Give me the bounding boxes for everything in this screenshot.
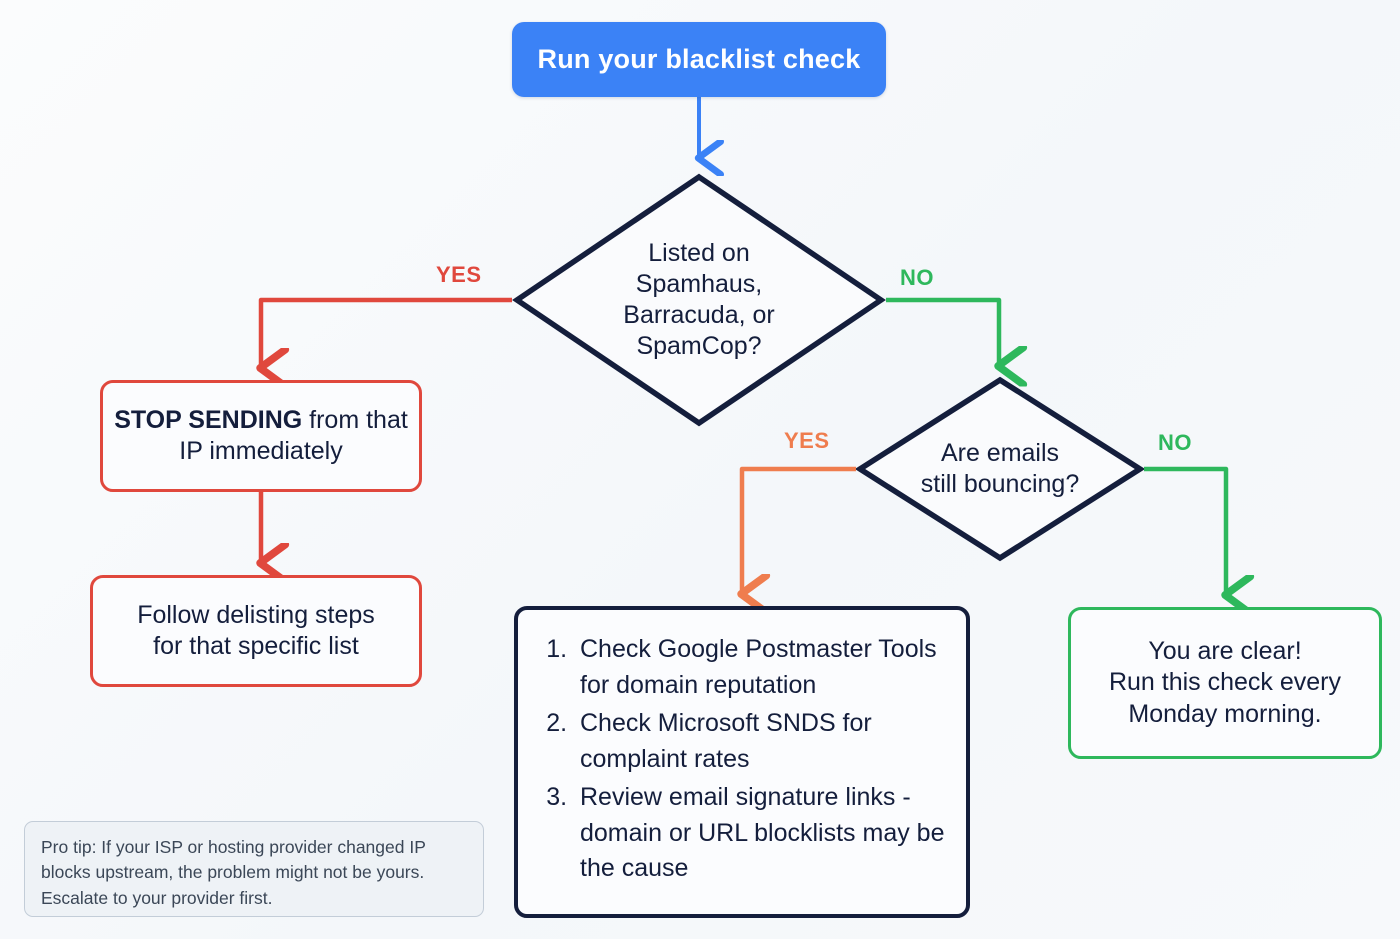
edge-label-decision2-no: NO (1158, 430, 1192, 455)
stop-sending-rest: from that IP immediately (179, 405, 408, 465)
edge-decision1-yes (261, 297, 512, 368)
decision1-line2: Spamhaus, (635, 270, 763, 298)
edge-label-decision2-yes: YES (784, 428, 830, 453)
clear-line3: Monday morning. (1128, 699, 1322, 728)
diamond-shape-1 (512, 173, 886, 427)
diagnostic-steps-list: Check Google Postmaster Tools for domain… (540, 632, 948, 890)
clear-line2: Run this check every (1108, 668, 1342, 697)
diamond-shape-2 (854, 376, 1146, 562)
decision-node-blacklist[interactable]: Listed on Spamhaus, Barracuda, or SpamCo… (512, 172, 886, 428)
start-node[interactable]: Run your blacklist check (512, 22, 886, 97)
decision2-line2: still bouncing? (920, 470, 1080, 498)
decision1-line3: Barracuda, or (623, 301, 775, 329)
outcome-box-all-clear[interactable]: You are clear! Run this check every Mond… (1068, 607, 1382, 759)
pro-tip-text: Pro tip: If your ISP or hosting provider… (41, 837, 426, 908)
follow-delisting-line2: for that specific list (153, 632, 359, 660)
list-item: Check Google Postmaster Tools for domain… (574, 632, 948, 703)
edge-label-decision1-no: NO (900, 265, 934, 290)
decision2-line1: Are emails (940, 439, 1060, 467)
decision-node-bouncing[interactable]: Are emails still bouncing? (854, 376, 1146, 562)
action-box-diagnostic-steps[interactable]: Check Google Postmaster Tools for domain… (514, 606, 970, 918)
action-box-stop-sending[interactable]: STOP SENDING from that IP immediately (100, 380, 422, 492)
edge-decision2-yes (742, 466, 856, 594)
decision1-line4: SpamCop? (636, 332, 762, 360)
follow-delisting-line1: Follow delisting steps (137, 600, 375, 629)
stop-sending-strong: STOP SENDING (114, 405, 303, 434)
list-item: Review email signature links - domain or… (574, 780, 948, 887)
clear-line1: You are clear! (1148, 637, 1302, 666)
decision1-line1: Listed on (648, 239, 750, 267)
edge-label-decision1-yes: YES (436, 262, 482, 287)
edge-decision2-no (1144, 466, 1226, 595)
list-item: Check Microsoft SNDS for complaint rates (574, 706, 948, 777)
decision1-text: Listed on Spamhaus, Barracuda, or SpamCo… (512, 172, 886, 428)
decision2-text: Are emails still bouncing? (856, 376, 1144, 562)
pro-tip-callout: Pro tip: If your ISP or hosting provider… (24, 821, 484, 917)
start-node-label: Run your blacklist check (537, 44, 861, 74)
action-box-follow-delisting[interactable]: Follow delisting steps for that specific… (90, 575, 422, 687)
edge-decision1-no (886, 297, 999, 366)
